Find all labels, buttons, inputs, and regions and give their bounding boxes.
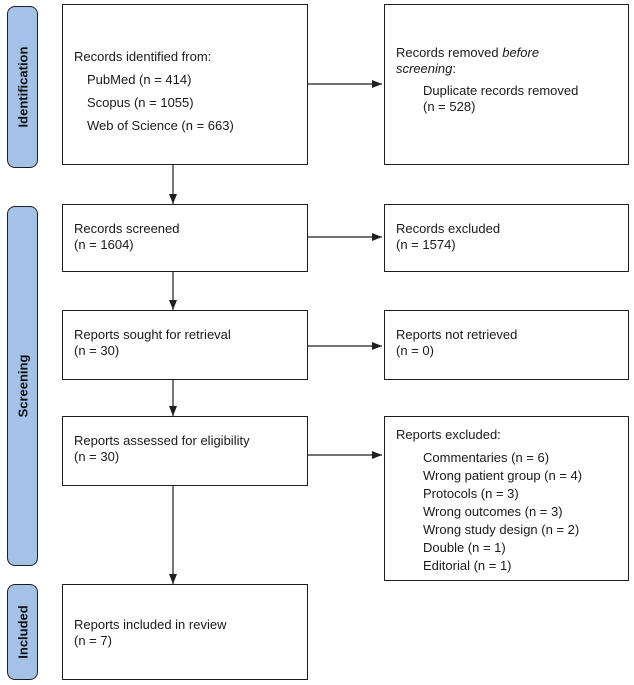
- reason-wrong-outcomes: Wrong outcomes (n = 3): [423, 504, 563, 519]
- records-screened-count: (n = 1604): [74, 237, 134, 252]
- box-reports-sought: Reports sought for retrieval (n = 30): [62, 310, 308, 380]
- reason-editorial: Editorial (n = 1): [423, 558, 512, 573]
- box-records-screened: Records screened (n = 1604): [62, 204, 308, 272]
- box-reports-assessed: Reports assessed for eligibility (n = 30…: [62, 416, 308, 486]
- reports-excluded-title: Reports excluded:: [396, 427, 501, 442]
- reports-not-retrieved-count: (n = 0): [396, 343, 434, 358]
- phase-screening: Screening: [7, 206, 38, 566]
- phase-identification: Identification: [7, 6, 38, 168]
- reason-wrong-patient-group: Wrong patient group (n = 4): [423, 468, 583, 483]
- reason-commentaries: Commentaries (n = 6): [423, 450, 550, 465]
- records-identified-title: Records identified from:: [74, 49, 212, 64]
- records-excluded-title: Records excluded: [396, 221, 501, 236]
- source-web-of-science: Web of Science (n = 663): [87, 118, 234, 133]
- box-records-identified: Records identified from: PubMed (n = 414…: [62, 4, 308, 165]
- reports-assessed-title: Reports assessed for eligibility: [74, 433, 250, 448]
- records-removed-title-line2: screening:: [396, 61, 456, 76]
- box-records-excluded: Records excluded (n = 1574): [384, 204, 629, 272]
- source-scopus: Scopus (n = 1055): [87, 95, 194, 110]
- reports-sought-title: Reports sought for retrieval: [74, 327, 231, 342]
- box-records-removed: Records removed before screening: Duplic…: [384, 4, 629, 165]
- phase-included: Included: [7, 584, 38, 680]
- records-screened-title: Records screened: [74, 221, 180, 236]
- box-reports-not-retrieved: Reports not retrieved (n = 0): [384, 310, 629, 380]
- reason-wrong-study-design: Wrong study design (n = 2): [423, 522, 580, 537]
- source-pubmed: PubMed (n = 414): [87, 72, 192, 87]
- box-reports-excluded: Reports excluded: Commentaries (n = 6) W…: [384, 416, 629, 581]
- records-removed-title: Records removed before: [396, 45, 540, 60]
- reason-protocols: Protocols (n = 3): [423, 486, 519, 501]
- reports-sought-count: (n = 30): [74, 343, 120, 358]
- duplicates-removed-count: (n = 528): [423, 99, 476, 114]
- reason-double: Double (n = 1): [423, 540, 506, 555]
- reports-assessed-count: (n = 30): [74, 449, 120, 464]
- duplicates-removed-label: Duplicate records removed: [423, 83, 579, 98]
- records-excluded-count: (n = 1574): [396, 237, 456, 252]
- box-reports-included: Reports included in review (n = 7): [62, 584, 308, 680]
- reports-not-retrieved-title: Reports not retrieved: [396, 327, 518, 342]
- reports-included-count: (n = 7): [74, 633, 112, 648]
- reports-included-title: Reports included in review: [74, 617, 227, 632]
